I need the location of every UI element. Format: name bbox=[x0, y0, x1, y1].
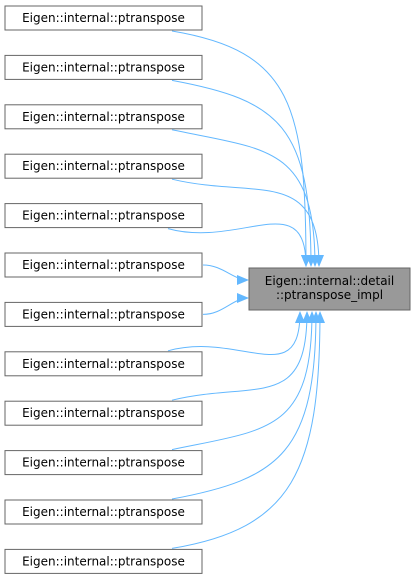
caller-node-box bbox=[4, 252, 203, 278]
caller-node-box bbox=[4, 203, 203, 229]
caller-node-label: Eigen::internal::ptranspose bbox=[22, 11, 185, 25]
call-edge bbox=[171, 311, 321, 500]
caller-node-label: Eigen::internal::ptranspose bbox=[22, 209, 185, 223]
caller-node-box bbox=[4, 400, 203, 426]
caller-node-box bbox=[4, 153, 203, 179]
call-edge bbox=[171, 129, 320, 267]
caller-node-box bbox=[4, 104, 203, 130]
caller-node[interactable]: Eigen::internal::ptranspose bbox=[4, 351, 203, 377]
caller-node-box bbox=[4, 54, 203, 80]
caller-node[interactable]: Eigen::internal::ptranspose bbox=[4, 499, 203, 525]
call-edge bbox=[171, 178, 324, 267]
caller-node-label: Eigen::internal::ptranspose bbox=[22, 159, 185, 173]
call-edge bbox=[171, 311, 325, 549]
caller-node-box bbox=[4, 5, 203, 31]
call-edge bbox=[202, 293, 249, 315]
nodes: Eigen::internal::ptransposeEigen::intern… bbox=[4, 5, 411, 574]
caller-node[interactable]: Eigen::internal::ptranspose bbox=[4, 104, 203, 130]
caller-node-box bbox=[4, 351, 203, 377]
caller-node-box bbox=[4, 450, 203, 476]
caller-node-box bbox=[4, 499, 203, 525]
call-edge bbox=[171, 311, 312, 401]
caller-node[interactable]: Eigen::internal::ptranspose bbox=[4, 5, 203, 31]
caller-node[interactable]: Eigen::internal::ptranspose bbox=[4, 252, 203, 278]
caller-node-box bbox=[4, 548, 203, 574]
caller-node-label: Eigen::internal::ptranspose bbox=[22, 110, 185, 124]
caller-node[interactable]: Eigen::internal::ptranspose bbox=[4, 203, 203, 229]
caller-node[interactable]: Eigen::internal::ptranspose bbox=[4, 548, 203, 574]
caller-node-box bbox=[4, 301, 203, 327]
call-edge bbox=[202, 264, 249, 285]
call-edge bbox=[171, 79, 316, 267]
caller-node-label: Eigen::internal::ptranspose bbox=[22, 357, 185, 371]
caller-node-label: Eigen::internal::ptranspose bbox=[22, 406, 185, 420]
caller-node[interactable]: Eigen::internal::ptranspose bbox=[4, 301, 203, 327]
target-node-label-line: Eigen::internal::detail bbox=[265, 274, 394, 288]
caller-node-label: Eigen::internal::ptranspose bbox=[22, 60, 185, 74]
caller-node[interactable]: Eigen::internal::ptranspose bbox=[4, 54, 203, 80]
call-edge bbox=[171, 30, 311, 267]
caller-node-label: Eigen::internal::ptranspose bbox=[22, 505, 185, 519]
target-node-box bbox=[248, 267, 411, 311]
call-edge bbox=[171, 311, 317, 451]
target-node[interactable]: Eigen::internal::detail::ptranspose_impl bbox=[248, 267, 411, 311]
caller-node-label: Eigen::internal::ptranspose bbox=[22, 554, 185, 568]
caller-node[interactable]: Eigen::internal::ptranspose bbox=[4, 400, 203, 426]
edges bbox=[167, 30, 325, 549]
caller-node-label: Eigen::internal::ptranspose bbox=[22, 307, 185, 321]
call-edge bbox=[167, 311, 305, 356]
caller-node[interactable]: Eigen::internal::ptranspose bbox=[4, 450, 203, 476]
call-edge bbox=[167, 223, 311, 267]
target-node-label-line: ::ptranspose_impl bbox=[276, 288, 383, 302]
caller-node[interactable]: Eigen::internal::ptranspose bbox=[4, 153, 203, 179]
caller-node-label: Eigen::internal::ptranspose bbox=[22, 456, 185, 470]
caller-node-label: Eigen::internal::ptranspose bbox=[22, 258, 185, 272]
